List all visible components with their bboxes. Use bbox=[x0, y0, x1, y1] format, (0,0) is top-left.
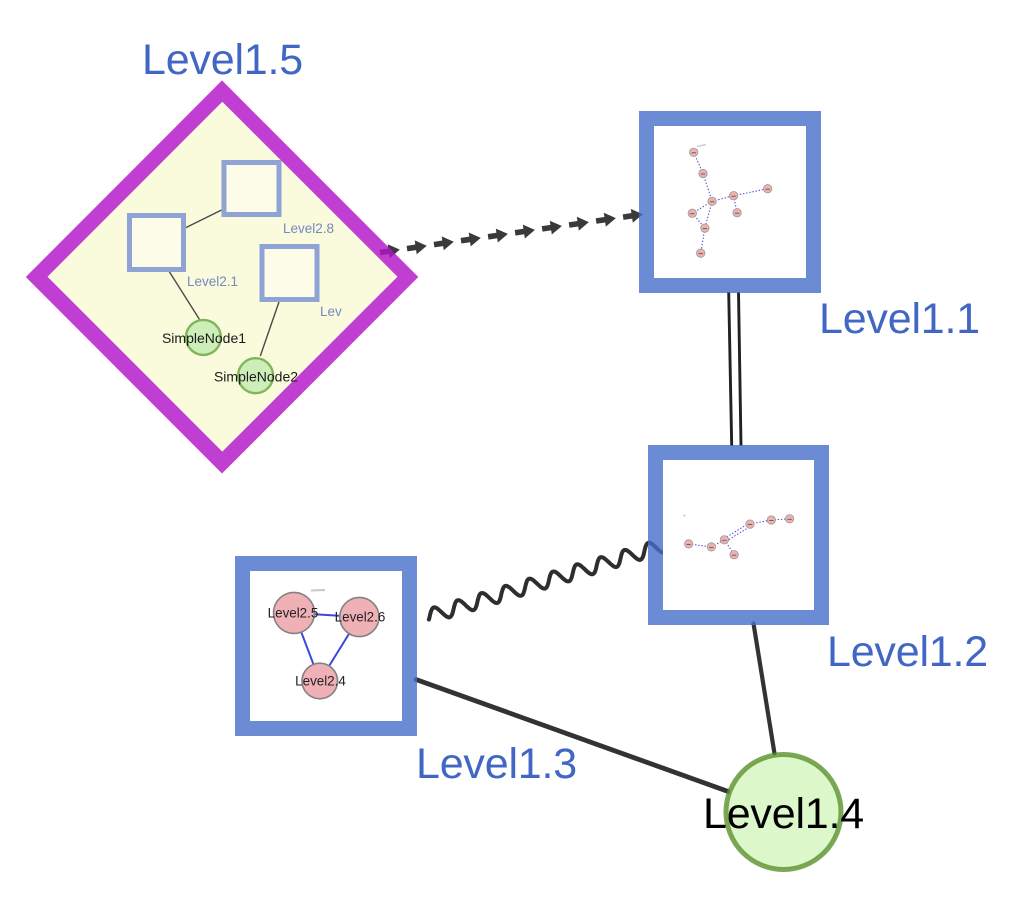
svg-text:Level1.3: Level1.3 bbox=[416, 740, 577, 788]
svg-text:Level2.4: Level2.4 bbox=[295, 674, 346, 689]
svg-text:Level2.1: Level2.1 bbox=[187, 274, 238, 289]
svg-text:Level2.5: Level2.5 bbox=[268, 606, 319, 621]
svg-text:SimpleNode2: SimpleNode2 bbox=[214, 368, 298, 384]
svg-text:Level1.1: Level1.1 bbox=[819, 295, 980, 343]
svg-text:Level1.5: Level1.5 bbox=[142, 36, 303, 84]
svg-text:Level1.2: Level1.2 bbox=[827, 628, 988, 676]
svg-text:Lev: Lev bbox=[320, 304, 342, 319]
svg-text:Level2.6: Level2.6 bbox=[335, 610, 386, 625]
svg-text:SimpleNode1: SimpleNode1 bbox=[162, 330, 246, 346]
svg-text:Level2.8: Level2.8 bbox=[283, 221, 334, 236]
svg-text:Level1.4: Level1.4 bbox=[703, 790, 864, 838]
